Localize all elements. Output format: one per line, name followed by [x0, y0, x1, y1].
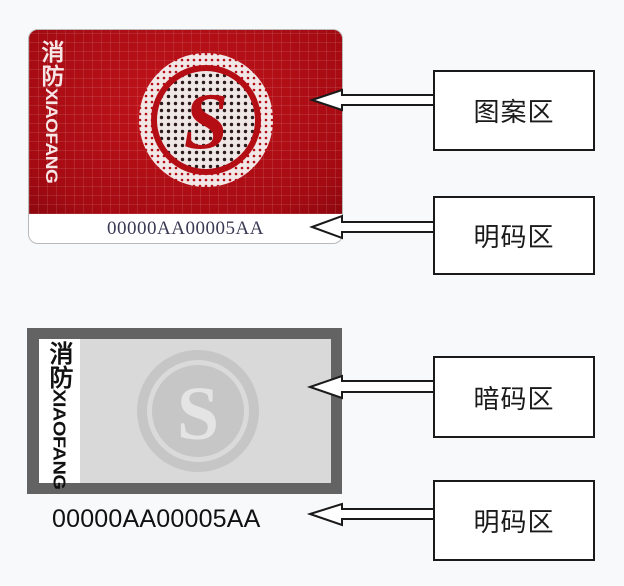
vertical-brand-text: 消防XIAOFANG — [43, 341, 75, 489]
red-fire-label-card: 消防XIAOFANG S 00000AA00005AA — [28, 29, 343, 244]
svg-text:S: S — [177, 372, 219, 456]
brand-text-en: XIAOFANG — [41, 88, 60, 184]
arrow-left-icon — [306, 502, 435, 527]
arrow-left-icon — [309, 214, 435, 240]
brand-strip: 消防XIAOFANG — [39, 339, 80, 489]
label-visible-code: 明码区 — [433, 480, 595, 561]
grey-fire-label-card: 消防XIAOFANG S — [27, 328, 342, 494]
svg-text:S: S — [184, 78, 229, 166]
label-text: 图案区 — [473, 98, 555, 128]
s-emblem-icon: S — [139, 53, 273, 187]
hidden-code-area: 消防XIAOFANG S — [39, 339, 331, 489]
pattern-area: 消防XIAOFANG S — [29, 30, 342, 214]
arrow-left-icon — [308, 88, 435, 112]
label-pattern-area: 图案区 — [433, 70, 595, 151]
label-visible-code: 明码区 — [433, 196, 595, 275]
brand-text-cn: 消防 — [37, 40, 63, 88]
label-text: 明码区 — [473, 223, 555, 253]
label-text: 暗码区 — [473, 384, 555, 415]
label-hidden-code: 暗码区 — [433, 356, 595, 438]
vertical-brand-text: 消防XIAOFANG — [37, 40, 63, 183]
visible-code: 00000AA00005AA — [52, 505, 261, 533]
visible-code: 00000AA00005AA — [107, 218, 264, 239]
arrow-left-icon — [306, 374, 435, 400]
brand-text-cn: 消防 — [45, 341, 73, 389]
label-text: 明码区 — [473, 508, 555, 538]
s-emblem-icon: S — [137, 350, 259, 472]
brand-text-en: XIAOFANG — [49, 389, 69, 490]
